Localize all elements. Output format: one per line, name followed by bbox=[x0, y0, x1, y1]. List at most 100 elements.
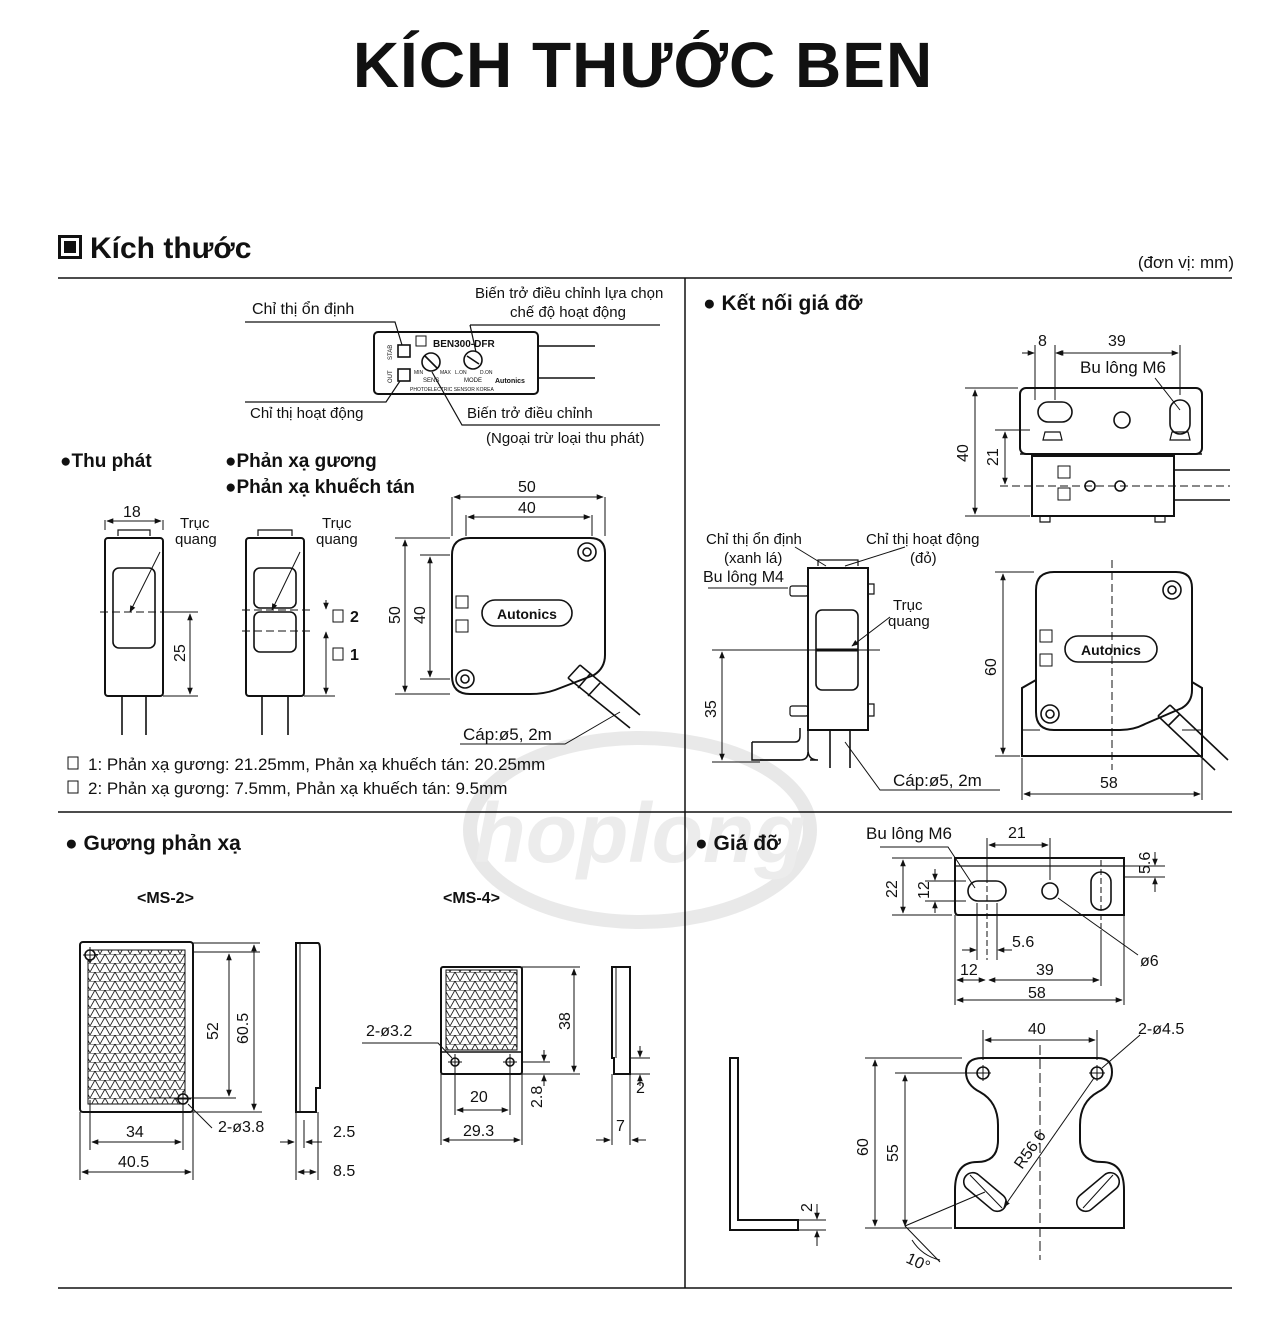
operation-led-icon bbox=[397, 368, 411, 382]
panel-footer: PHOTOELECTRIC SENSOR KOREA bbox=[410, 387, 494, 393]
ms4-d20: 20 bbox=[470, 1089, 488, 1106]
ms2-holes: 2-ø3.8 bbox=[218, 1119, 264, 1136]
bracket-top-d39: 39 bbox=[1108, 333, 1126, 350]
ms2-d8-5: 8.5 bbox=[333, 1163, 355, 1180]
section-title-text: Kích thước bbox=[90, 232, 252, 265]
thru-axis-l1: Trục bbox=[180, 515, 210, 532]
panel-don: D.ON bbox=[480, 370, 493, 376]
unit-note: (đơn vị: mm) bbox=[1137, 253, 1234, 272]
ms4-name: <MS-4> bbox=[443, 890, 500, 907]
bracket-side-d35: 35 bbox=[703, 700, 720, 718]
ms2-d60-5: 60.5 bbox=[235, 1013, 252, 1044]
callout-mode-l2: chế độ hoạt động bbox=[510, 304, 626, 321]
bracket-side-cable: Cáp:ø5, 2m bbox=[893, 771, 982, 790]
ms2-d52: 52 bbox=[205, 1022, 222, 1040]
panel-sens: SENS bbox=[423, 378, 439, 384]
bracket-title: ● Giá đỡ bbox=[695, 832, 781, 855]
watermark-text: hoplong bbox=[474, 786, 805, 880]
section-title: Kích thước bbox=[58, 232, 251, 266]
bracket-front-brand: Autonics bbox=[1081, 642, 1141, 658]
ms4-d7: 7 bbox=[616, 1118, 625, 1135]
bracket-front-d60: 60 bbox=[983, 658, 1000, 676]
bracket-top-bolt: Bu lông M6 bbox=[1080, 358, 1166, 377]
panel-max: MAX bbox=[440, 370, 452, 376]
ms4-d2-8: 2.8 bbox=[529, 1086, 546, 1108]
bracket-side-op-l1: Chỉ thị hoạt động bbox=[866, 531, 979, 548]
side-width-outer: 50 bbox=[518, 479, 536, 496]
panel-mode: MODE bbox=[464, 378, 482, 384]
callout-mode-l1: Biến trở điều chỉnh lựa chọn bbox=[475, 285, 663, 302]
sensor-side-view bbox=[395, 494, 641, 745]
bracket-plan-d12: 12 bbox=[960, 962, 978, 979]
bracket-top-view bbox=[965, 345, 1230, 523]
refl-mark-2: 2 bbox=[350, 609, 359, 626]
side-brand: Autonics bbox=[497, 606, 557, 622]
callout-operation: Chỉ thị hoạt động bbox=[250, 405, 363, 422]
refl-axis-l1: Trục bbox=[322, 515, 352, 532]
bracket-side-axis-l2: quang bbox=[888, 613, 930, 630]
side-height-inner: 40 bbox=[412, 606, 429, 624]
refl-mark-1: 1 bbox=[350, 647, 359, 664]
plate-d60: 60 bbox=[855, 1138, 872, 1156]
note-markers bbox=[67, 756, 79, 794]
ms2-d2-5: 2.5 bbox=[333, 1124, 355, 1141]
callout-sens: Biến trở điều chỉnh bbox=[467, 405, 593, 422]
bracket-plan-view bbox=[880, 838, 1165, 1005]
ms4-d2: 2 bbox=[636, 1080, 645, 1097]
mode-knob-icon bbox=[463, 350, 483, 370]
square-bullet-icon bbox=[58, 235, 82, 259]
reflective-sensor bbox=[242, 529, 344, 735]
bracket-side-bolt: Bu lông M4 bbox=[703, 569, 784, 586]
bracket-connection-title: ● Kết nối giá đỡ bbox=[703, 292, 863, 315]
bracket-plan-d5-6b: 5.6 bbox=[1012, 934, 1034, 951]
stability-led-icon bbox=[397, 344, 411, 358]
bracket-plan-d5-6a: 5.6 bbox=[1137, 852, 1154, 874]
bracket-l-profile bbox=[729, 1057, 826, 1246]
bracket-plate bbox=[865, 1030, 1141, 1263]
ms4-d38: 38 bbox=[557, 1012, 574, 1030]
thru-height: 25 bbox=[172, 644, 189, 662]
page-title: KÍCH THƯỚC BEN bbox=[352, 29, 934, 101]
sensor-front-panel: BEN300-DFR Autonics STAB OUT MIN MAX SEN… bbox=[245, 321, 660, 426]
bracket-plan-d58: 58 bbox=[1028, 985, 1046, 1002]
side-width-inner: 40 bbox=[518, 500, 536, 517]
callout-stability: Chỉ thị ổn định bbox=[252, 300, 354, 318]
bracket-side-stab-l1: Chỉ thị ổn định bbox=[706, 531, 802, 548]
plate-angle: 10° bbox=[903, 1250, 932, 1276]
panel-stab: STAB bbox=[388, 345, 394, 360]
ms2-d34: 34 bbox=[126, 1124, 144, 1141]
bracket-plan-bolt: Bu lông M6 bbox=[866, 824, 952, 843]
ms2-name: <MS-2> bbox=[137, 890, 194, 907]
ms4-holes: 2-ø3.2 bbox=[366, 1023, 412, 1040]
bracket-front-view bbox=[995, 560, 1229, 800]
ms4-side bbox=[596, 966, 650, 1145]
bracket-side-stab-l2: (xanh lá) bbox=[724, 550, 782, 567]
plate-holes: 2-ø4.5 bbox=[1138, 1021, 1184, 1038]
ms4-d29-3: 29.3 bbox=[463, 1123, 494, 1140]
thru-beam-sensor bbox=[100, 518, 198, 735]
label-thru-beam: ●Thu phát bbox=[60, 451, 152, 472]
callout-sens-note: (Ngoại trừ loại thu phát) bbox=[486, 430, 644, 447]
panel-out: OUT bbox=[388, 370, 394, 383]
bracket-plan-d21: 21 bbox=[1008, 825, 1026, 842]
side-cable: Cáp:ø5, 2m bbox=[463, 725, 552, 744]
side-height-outer: 50 bbox=[387, 606, 404, 624]
reflector-title: ● Gương phản xạ bbox=[65, 832, 241, 855]
thru-axis-l2: quang bbox=[175, 531, 217, 548]
sens-knob-icon bbox=[421, 352, 441, 372]
bracket-plan-d22: 22 bbox=[884, 880, 901, 898]
plate-d40: 40 bbox=[1028, 1021, 1046, 1038]
ms2-reflector bbox=[79, 941, 262, 1180]
plate-d55: 55 bbox=[885, 1144, 902, 1162]
note-2: 2: Phản xạ gương: 7.5mm, Phản xạ khuếch … bbox=[88, 779, 507, 798]
bracket-plan-d12v: 12 bbox=[916, 881, 933, 899]
note-1: 1: Phản xạ gương: 21.25mm, Phản xạ khuếc… bbox=[88, 755, 545, 774]
bracket-side-op-l2: (đỏ) bbox=[910, 550, 937, 567]
bracket-front-d58: 58 bbox=[1100, 775, 1118, 792]
watermark: hoplong bbox=[463, 731, 817, 929]
label-mirror: ●Phản xạ gương bbox=[225, 451, 377, 472]
panel-brand: Autonics bbox=[495, 378, 525, 385]
thru-width: 18 bbox=[123, 504, 141, 521]
bracket-plan-d39: 39 bbox=[1036, 962, 1054, 979]
